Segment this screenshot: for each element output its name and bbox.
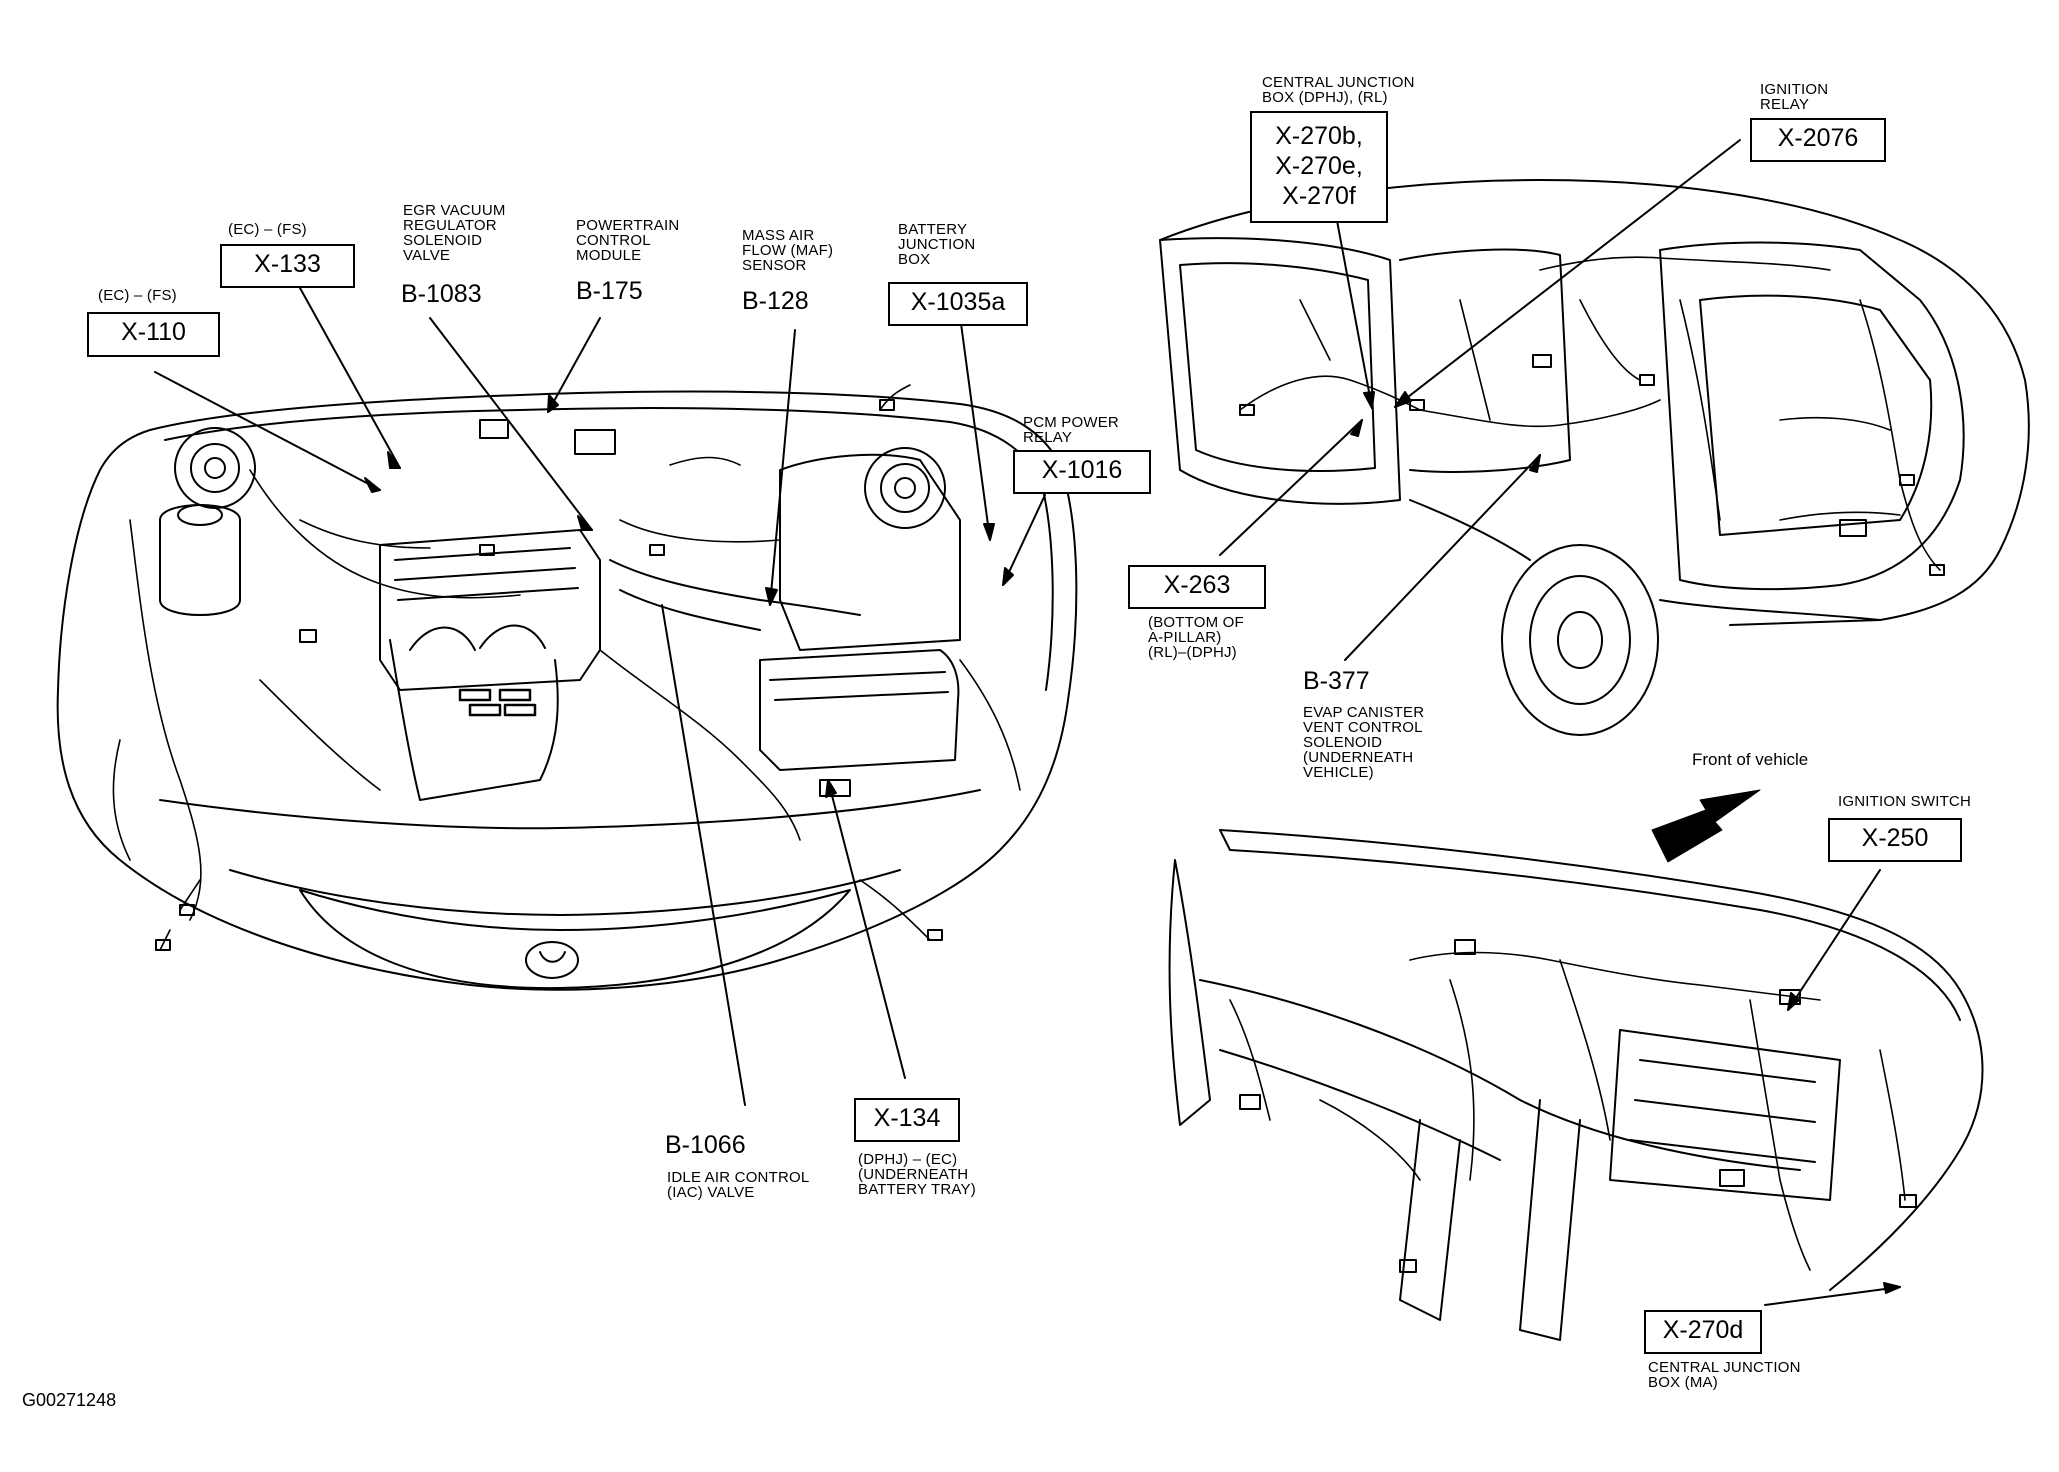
- x263-desc-line: (RL)–(DPHJ): [1148, 644, 1237, 661]
- b128-id: B-128: [742, 287, 809, 315]
- x134-description: (DPHJ) – (EC) (UNDERNEATH BATTERY TRAY): [858, 1152, 976, 1197]
- x263-description: (BOTTOM OF A-PILLAR) (RL)–(DPHJ): [1148, 615, 1244, 660]
- x1035a-desc-line: BOX: [898, 251, 931, 268]
- x270d-connector-box: X-270d: [1644, 1310, 1762, 1354]
- b1066-desc-line: (IAC) VALVE: [667, 1184, 755, 1201]
- b377-desc-line: VENT CONTROL: [1303, 719, 1423, 736]
- x250-connector-box: X-250: [1828, 818, 1962, 862]
- x270e-id: X-270e,: [1275, 152, 1363, 180]
- b128-desc-line: MASS AIR: [742, 227, 815, 244]
- x1035a-id: X-1035a: [910, 288, 1006, 316]
- x1035a-desc-line: BATTERY: [898, 221, 968, 238]
- x133-qualifier: (EC) – (FS): [228, 221, 307, 238]
- x133-connector-box: X-133: [220, 244, 355, 288]
- b128-desc-line: FLOW (MAF): [742, 242, 834, 259]
- x1016-id: X-1016: [1041, 456, 1123, 484]
- x110-id: X-110: [121, 318, 186, 346]
- x133-id: X-133: [254, 250, 321, 278]
- b175-desc-line: CONTROL: [576, 232, 651, 249]
- x1035a-desc-line: JUNCTION: [898, 236, 976, 253]
- b175-description: POWERTRAIN CONTROL MODULE: [576, 218, 679, 263]
- b1066-desc-line: IDLE AIR CONTROL: [667, 1169, 810, 1186]
- b1083-desc-line: VALVE: [403, 247, 451, 264]
- figure-id: G00271248: [22, 1390, 117, 1410]
- x263-connector-box: X-263: [1128, 565, 1266, 609]
- b1083-desc-line: EGR VACUUM: [403, 202, 506, 219]
- front-of-vehicle-label: Front of vehicle: [1692, 750, 1809, 769]
- x2076-desc-line: IGNITION: [1760, 81, 1829, 98]
- x2076-id: X-2076: [1777, 124, 1859, 152]
- x270d-id: X-270d: [1662, 1316, 1744, 1344]
- x134-desc-line: BATTERY TRAY): [858, 1181, 976, 1198]
- b175-desc-line: MODULE: [576, 247, 642, 264]
- x134-id: X-134: [873, 1104, 941, 1132]
- x1035a-connector-box: X-1035a: [888, 282, 1028, 326]
- b377-description: EVAP CANISTER VENT CONTROL SOLENOID (UND…: [1303, 705, 1424, 780]
- b377-desc-line: SOLENOID: [1303, 734, 1383, 751]
- b175-desc-line: POWERTRAIN: [576, 217, 680, 234]
- b1066-description: IDLE AIR CONTROL (IAC) VALVE: [667, 1170, 809, 1200]
- x1016-desc-line: PCM POWER: [1023, 414, 1119, 431]
- b377-desc-line: VEHICLE): [1303, 764, 1374, 781]
- instrument-panel-illustration: [1168, 789, 1984, 1341]
- x250-description: IGNITION SWITCH: [1838, 793, 1971, 810]
- b128-description: MASS AIR FLOW (MAF) SENSOR: [742, 228, 833, 273]
- x110-qualifier: (EC) – (FS): [98, 287, 177, 304]
- x263-id: X-263: [1163, 571, 1231, 599]
- x1016-description: PCM POWER RELAY: [1023, 415, 1119, 445]
- x270f-id: X-270f: [1282, 182, 1356, 210]
- b1083-description: EGR VACUUM REGULATOR SOLENOID VALVE: [403, 203, 506, 263]
- x270bef-desc-line: BOX (DPHJ), (RL): [1262, 89, 1388, 106]
- b1083-id: B-1083: [401, 280, 482, 308]
- b377-id: B-377: [1303, 667, 1370, 695]
- x1016-connector-box: X-1016: [1013, 450, 1151, 494]
- x134-connector-box: X-134: [854, 1098, 960, 1142]
- b1083-desc-line: REGULATOR: [403, 217, 497, 234]
- x2076-desc-line: RELAY: [1760, 96, 1810, 113]
- x110-connector-box: X-110: [87, 312, 220, 357]
- b128-desc-line: SENSOR: [742, 257, 807, 274]
- b377-desc-line: EVAP CANISTER: [1303, 704, 1425, 721]
- b1083-desc-line: SOLENOID: [403, 232, 483, 249]
- x270b-id: X-270b,: [1275, 122, 1363, 150]
- x134-desc-line: (DPHJ) – (EC): [858, 1151, 958, 1168]
- x270d-desc-line: BOX (MA): [1648, 1374, 1718, 1391]
- x270d-description: CENTRAL JUNCTION BOX (MA): [1648, 1360, 1801, 1390]
- x263-desc-line: (BOTTOM OF: [1148, 614, 1244, 631]
- engine-bay-illustration: [56, 384, 1078, 991]
- x270d-desc-line: CENTRAL JUNCTION: [1648, 1359, 1801, 1376]
- x1016-desc-line: RELAY: [1023, 429, 1073, 446]
- b377-desc-line: (UNDERNEATH: [1303, 749, 1414, 766]
- x270bef-connector-box: X-270b, X-270e, X-270f: [1250, 111, 1388, 223]
- x270bef-description: CENTRAL JUNCTION BOX (DPHJ), (RL): [1262, 75, 1415, 105]
- x270bef-desc-line: CENTRAL JUNCTION: [1262, 74, 1415, 91]
- x2076-connector-box: X-2076: [1750, 118, 1886, 162]
- b175-id: B-175: [576, 277, 643, 305]
- leader-lines: [154, 139, 1901, 1306]
- x134-desc-line: (UNDERNEATH: [858, 1166, 969, 1183]
- x250-id: X-250: [1861, 824, 1929, 852]
- vehicle-interior-illustration: [1159, 179, 2030, 736]
- b1066-id: B-1066: [665, 1131, 746, 1159]
- x2076-description: IGNITION RELAY: [1760, 82, 1828, 112]
- x263-desc-line: A-PILLAR): [1148, 629, 1222, 646]
- x1035a-description: BATTERY JUNCTION BOX: [898, 222, 975, 267]
